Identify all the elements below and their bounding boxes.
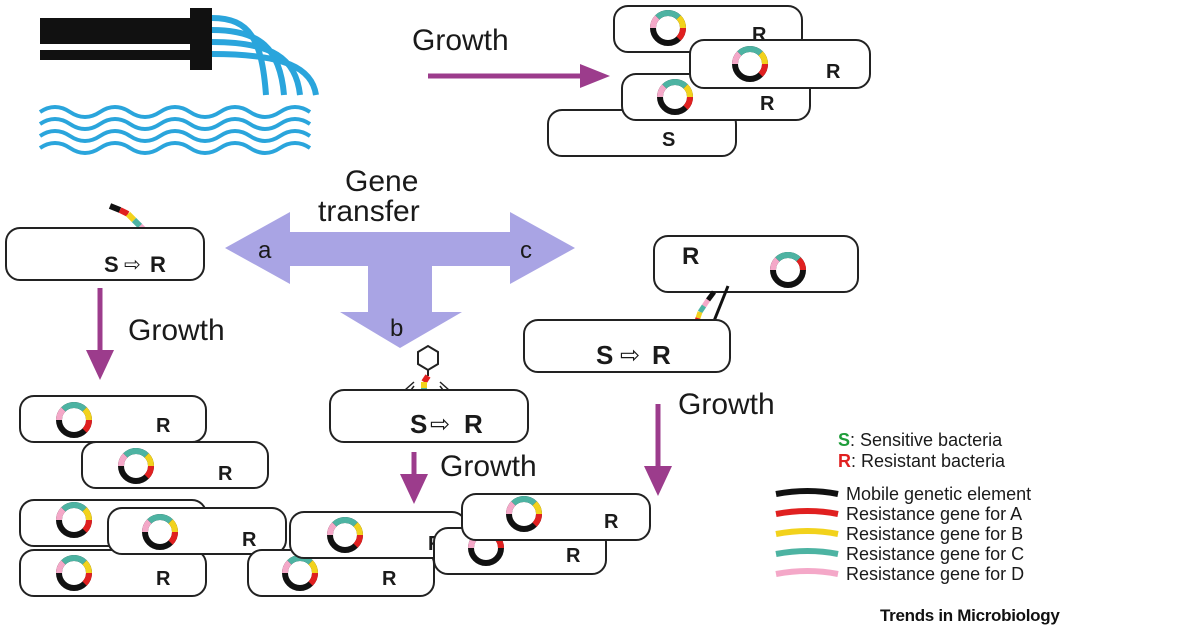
legend-swatch-icon xyxy=(775,508,839,517)
resistant-label: R xyxy=(242,529,257,551)
sensitive-label: S xyxy=(410,409,427,439)
resistant-label: R xyxy=(760,93,775,115)
sensitive-label: S xyxy=(662,129,675,151)
legend-swatch-icon xyxy=(775,568,839,577)
bacterium-route-b: S ⇨ R xyxy=(329,389,529,443)
growth-arrow-top xyxy=(428,64,610,88)
route-c-label: c xyxy=(520,237,532,264)
recipient-bacterium-route-c: S ⇨ R xyxy=(523,319,731,373)
resistant-label: R xyxy=(382,568,397,590)
growth-label-b: Growth xyxy=(440,450,537,483)
resistant-label: R xyxy=(652,340,671,370)
legend-item-label: Resistance gene for B xyxy=(846,524,1023,544)
legend-swatch-icon xyxy=(775,548,839,557)
legend: S: Sensitive bacteria R: Resistant bacte… xyxy=(775,430,1031,584)
growth-label-c: Growth xyxy=(678,388,775,421)
resistant-label: R xyxy=(566,545,581,567)
svg-text:⇨: ⇨ xyxy=(620,342,640,369)
resistant-label: R xyxy=(156,568,171,590)
resistant-label: R xyxy=(826,61,841,83)
route-b-label: b xyxy=(390,315,403,342)
legend-swatch-icon xyxy=(775,488,839,497)
bacterium-route-a: S ⇨ R xyxy=(5,227,205,281)
resistant-label: R xyxy=(156,415,171,437)
pipe-icon xyxy=(40,8,212,70)
growth-arrow-c xyxy=(644,404,672,496)
gene-transfer-label: Gene xyxy=(345,165,418,198)
svg-text:⇨: ⇨ xyxy=(124,254,141,276)
gene-transfer-label-2: transfer xyxy=(318,195,420,228)
water-flow-icon xyxy=(211,15,319,96)
growth-arrow-a xyxy=(86,288,114,380)
route-a-label: a xyxy=(258,237,272,264)
sensitive-label: S xyxy=(596,340,613,370)
gene-transfer-arrow xyxy=(225,212,575,348)
bacteria-cluster-top: S R R R xyxy=(547,5,871,157)
svg-text:⇨: ⇨ xyxy=(430,411,450,438)
legend-item-label: Resistance gene for D xyxy=(846,564,1024,584)
legend-resistant: R: Resistant bacteria xyxy=(838,451,1006,471)
resistant-cluster-bottom: R R R R R R xyxy=(19,493,651,597)
resistant-cluster-a: R R xyxy=(19,395,269,489)
sensitive-label: S xyxy=(104,252,119,277)
resistant-label: R xyxy=(682,243,699,270)
legend-item-label: Resistance gene for C xyxy=(846,544,1024,564)
legend-item-label: Resistance gene for A xyxy=(846,504,1022,524)
resistant-label: R xyxy=(604,511,619,533)
legend-sensitive: S: Sensitive bacteria xyxy=(838,430,1003,450)
journal-credit: Trends in Microbiology xyxy=(880,606,1060,625)
resistant-label: R xyxy=(464,409,483,439)
growth-label-a: Growth xyxy=(128,314,225,347)
growth-arrow-b xyxy=(400,452,428,504)
resistant-label: R xyxy=(218,463,233,485)
donor-bacterium-route-c: R xyxy=(653,235,859,293)
growth-label-top: Growth xyxy=(412,24,509,57)
water-waves-icon xyxy=(38,105,312,155)
legend-swatch-icon xyxy=(775,528,839,537)
resistant-label: R xyxy=(150,252,166,277)
legend-item-label: Mobile genetic element xyxy=(846,484,1031,504)
